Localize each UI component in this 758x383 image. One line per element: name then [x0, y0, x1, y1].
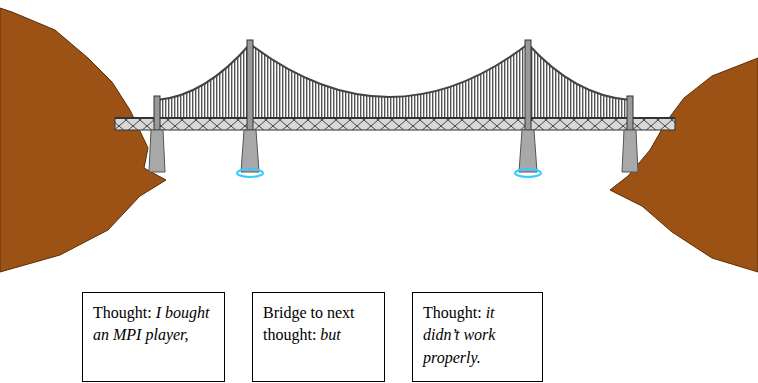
- pier: [622, 130, 638, 172]
- tower: [154, 96, 160, 130]
- bridge-deck: [115, 118, 675, 130]
- box-body: but: [320, 326, 340, 343]
- hangers: [157, 44, 250, 120]
- pier: [241, 130, 259, 172]
- box-heading: Thought:: [423, 304, 482, 321]
- left-cliff: [0, 8, 166, 272]
- pier: [519, 130, 537, 172]
- text-box: Bridge to next thought:but: [252, 292, 385, 382]
- hangers: [528, 44, 630, 120]
- tower: [627, 96, 633, 130]
- hangers: [250, 44, 528, 120]
- main-cable: [250, 44, 528, 97]
- side-cable: [528, 44, 630, 100]
- pier: [149, 130, 165, 172]
- water-ripple: [515, 169, 541, 177]
- box-heading: Thought:: [93, 304, 152, 321]
- tower: [247, 40, 253, 130]
- tower: [525, 40, 531, 130]
- right-cliff: [610, 58, 758, 272]
- text-box: Thought:it didn’t work properly.: [412, 292, 543, 382]
- water-ripple: [237, 169, 263, 177]
- box-heading: Bridge to next thought:: [263, 304, 355, 343]
- text-box: Thought:I bought an MPI player,: [82, 292, 225, 382]
- side-cable: [157, 44, 250, 100]
